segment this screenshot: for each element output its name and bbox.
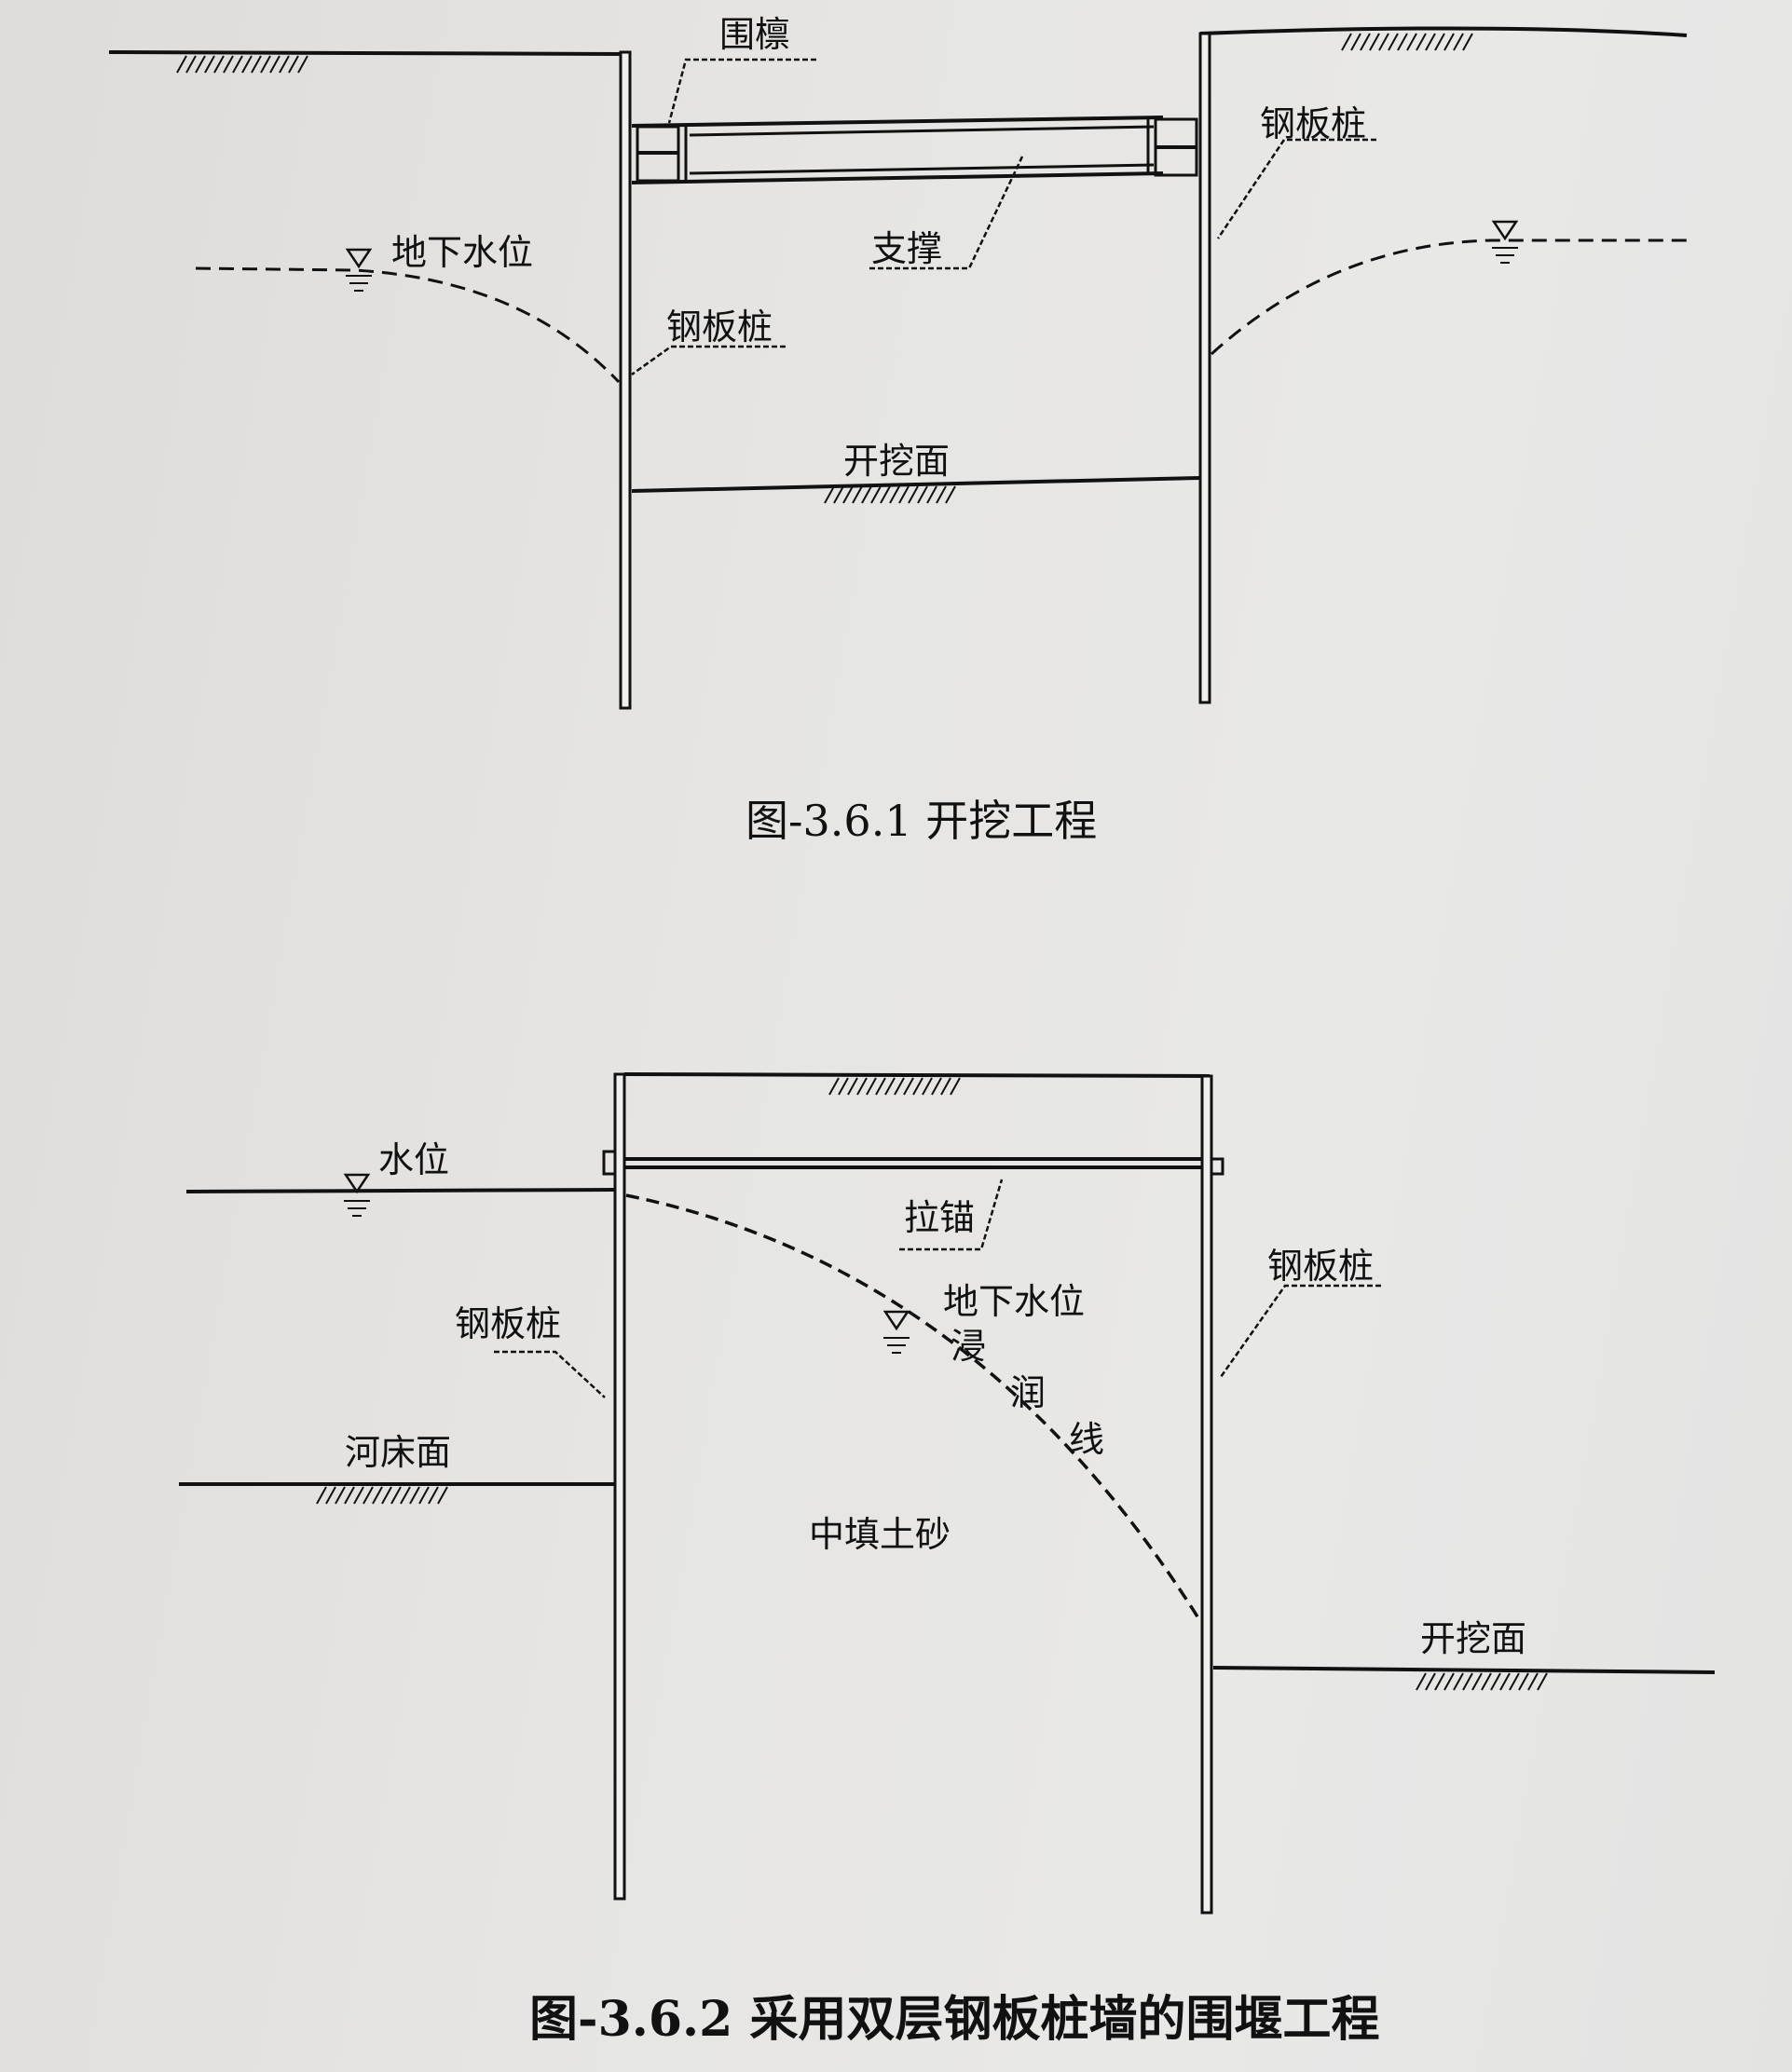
strut-assembly (631, 116, 1198, 184)
leader-pile-right (1216, 138, 1376, 239)
excavation-surface-line (1212, 1666, 1716, 1674)
water-level-symbol-seepage (882, 1310, 911, 1355)
label-seepage-3: 线 (1069, 1419, 1104, 1460)
label-tie-anchor: 拉锚 (904, 1197, 975, 1238)
label-fill-sand: 中填土砂 (809, 1514, 951, 1555)
label-sheet-pile-right: 钢板桩 (1260, 103, 1366, 144)
riverbed-hatch (316, 1486, 448, 1505)
figure-caption-2: 图-3.6.2 采用双层钢板桩墙的围堰工程 (529, 1991, 1379, 2048)
water-surface-line (185, 1188, 616, 1193)
seepage-line (625, 1193, 1202, 1622)
label-excavation-surface: 开挖面 (843, 441, 950, 482)
top-hatch (828, 1077, 961, 1096)
label-groundwater-level: 地下水位 (391, 232, 533, 273)
label-excavation-surface: 开挖面 (1420, 1618, 1526, 1659)
tie-anchor (602, 1150, 1224, 1176)
figure-caption-1: 图-3.6.1 开挖工程 (746, 796, 1097, 846)
label-sheet-pile-right: 钢板桩 (1267, 1246, 1374, 1287)
groundwater-curve-right (1210, 239, 1687, 356)
label-waling: 围檩 (719, 14, 790, 55)
ground-surface-right (1199, 26, 1688, 37)
leader-tie-anchor (899, 1179, 1004, 1251)
groundwater-curve-left (195, 266, 621, 384)
water-level-symbol-right (1490, 220, 1520, 265)
sheet-pile-right (1200, 1074, 1213, 1915)
label-groundwater-level: 地下水位 (943, 1281, 1085, 1322)
leader-pile-left (631, 345, 786, 376)
sheet-pile-right (1198, 32, 1211, 704)
water-level-symbol (342, 1173, 372, 1218)
leader-pile-right (1219, 1284, 1381, 1378)
label-sheet-pile-left: 钢板桩 (666, 307, 773, 348)
label-sheet-pile-left: 钢板桩 (455, 1303, 561, 1344)
excavation-hatch (824, 485, 956, 504)
ground-surface-left (108, 50, 628, 56)
sheet-pile-left (619, 50, 632, 710)
excavation-hatch (1416, 1672, 1548, 1691)
label-seepage-2: 润 (1010, 1372, 1046, 1413)
figure-excavation: 围檩 钢板桩 支撑 地下水位 钢板桩 开挖面 图-3.6.1 开挖工程 (108, 14, 1688, 846)
ground-hatch-right (1341, 33, 1473, 51)
excavation-surface-line (631, 476, 1201, 493)
leader-pile-left (494, 1350, 606, 1398)
leader-waling (667, 58, 816, 124)
figure-cofferdam: 水位 拉锚 钢板桩 地下水位 浸 润 线 钢板桩 河床面 中填土砂 开挖面 图-… (179, 1072, 1716, 2048)
sheet-pile-left (613, 1072, 626, 1901)
label-strut: 支撑 (871, 228, 942, 269)
label-seepage-1: 浸 (951, 1326, 986, 1367)
label-riverbed-surface: 河床面 (345, 1432, 451, 1473)
label-water-level: 水位 (378, 1139, 449, 1180)
ground-hatch-left (176, 55, 308, 74)
